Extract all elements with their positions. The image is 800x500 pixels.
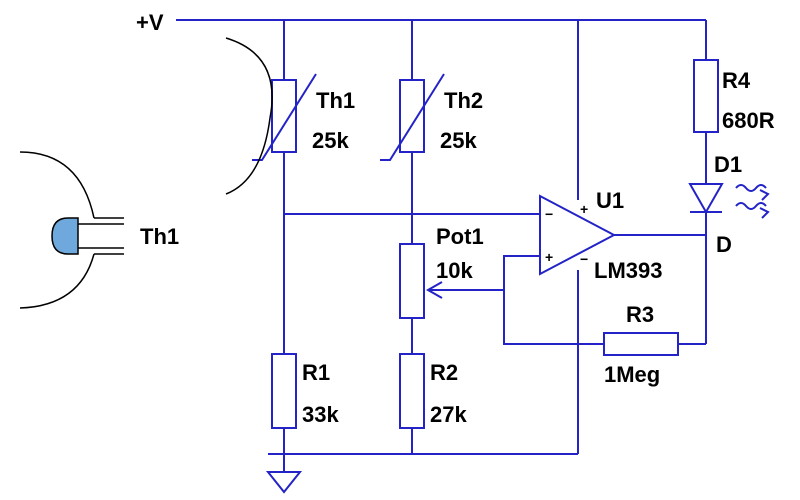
resistor-r1: R1 33k	[271, 353, 339, 429]
u1-part: LM393	[594, 258, 662, 283]
r1-body	[271, 353, 297, 429]
light-arrow-1	[759, 189, 770, 201]
comparator-u1: − + + − U1 LM393	[539, 188, 662, 283]
resistor-r4: R4 680R	[693, 59, 775, 133]
probe-housing-top	[19, 151, 95, 219]
u1-vcc-sign: +	[580, 201, 588, 217]
r4-value: 680R	[722, 108, 775, 133]
resistor-r2: R2 27k	[399, 353, 467, 429]
pot1-ref: Pot1	[436, 224, 484, 249]
light-wave-2	[735, 202, 767, 210]
r1-value: 33k	[302, 402, 339, 427]
th2-body	[399, 79, 425, 153]
r3-body	[603, 332, 679, 356]
thermistor-th1: Th1 25k	[225, 37, 355, 195]
u1-plus-sign: +	[545, 249, 553, 265]
th1-ref: Th1	[316, 88, 355, 113]
potentiometer-pot1: Pot1 10k	[399, 224, 484, 319]
output-net-label: D	[716, 232, 732, 257]
r3-value: 1Meg	[604, 362, 660, 387]
r4-ref: R4	[722, 68, 751, 93]
th1-value: 25k	[312, 128, 349, 153]
d1-triangle	[688, 183, 724, 215]
th1-sense-arc	[225, 37, 273, 195]
th2-ref: Th2	[444, 88, 483, 113]
pot-wiper-arrow	[425, 281, 443, 299]
pot1-body	[399, 243, 425, 319]
led-d1: D1 D	[688, 152, 770, 257]
pot1-value: 10k	[436, 258, 473, 283]
wires	[176, 19, 707, 455]
light-wave-1	[735, 184, 767, 192]
r2-body	[399, 353, 425, 429]
probe-label: Th1	[140, 224, 179, 249]
u1-gnd-sign: −	[580, 251, 588, 267]
ground-icon	[265, 471, 303, 494]
th2-value: 25k	[440, 128, 477, 153]
r4-body	[693, 59, 719, 133]
u1-triangle	[539, 194, 617, 276]
r1-ref: R1	[302, 360, 330, 385]
probe-housing-bottom	[19, 253, 95, 309]
th2-slash	[380, 73, 445, 161]
r2-ref: R2	[430, 360, 458, 385]
wire-plus-input	[503, 255, 604, 345]
light-emission-icon	[735, 184, 770, 219]
probe-tip-icon	[51, 217, 79, 255]
thermistor-th2: Th2 25k	[380, 73, 483, 161]
th1-body	[271, 79, 297, 153]
supply-label: +V	[136, 10, 164, 35]
r3-ref: R3	[626, 302, 654, 327]
thermistor-probe: Th1	[19, 151, 179, 309]
resistor-r3: R3 1Meg	[603, 302, 679, 387]
light-arrow-2	[759, 207, 770, 219]
th1-slash	[252, 73, 317, 161]
u1-minus-sign: −	[545, 206, 553, 222]
r2-value: 27k	[430, 402, 467, 427]
u1-ref: U1	[596, 188, 624, 213]
d1-ref: D1	[714, 152, 742, 177]
